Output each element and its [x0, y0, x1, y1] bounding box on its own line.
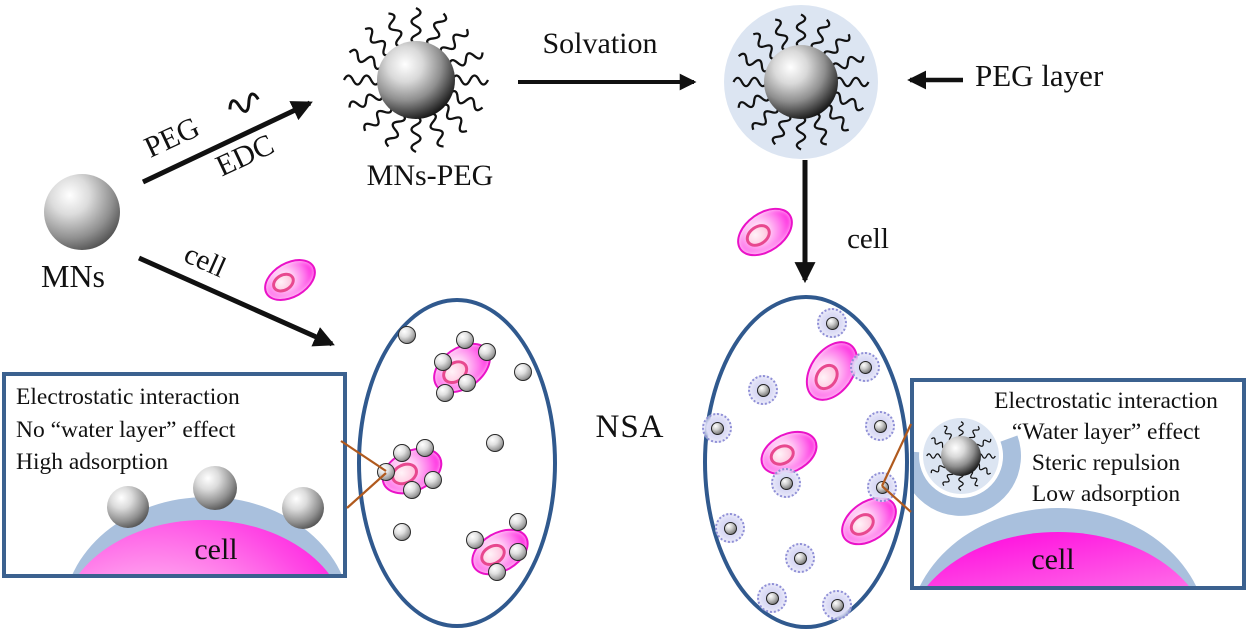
mns-peg-label: MNs-PEG	[366, 159, 494, 192]
pegylated-mns-repulsion-box: Electrostatic interaction “Water layer” …	[910, 378, 1246, 590]
mn-particle	[458, 374, 476, 392]
pegylated-mn-particle	[817, 308, 847, 338]
cell-graphic	[728, 197, 802, 267]
mn-particle	[377, 463, 395, 481]
free-peg-squiggle	[228, 92, 260, 113]
mn-core	[779, 476, 793, 490]
mn-particle	[416, 439, 434, 457]
mn-core	[873, 419, 887, 433]
pegylated-mn-particle	[865, 411, 895, 441]
adsorbed-mn-sphere	[282, 487, 324, 529]
right-box-cell-label: cell	[1031, 543, 1075, 576]
cell-nucleus	[809, 359, 845, 396]
pegylated-mn-particle	[822, 590, 852, 620]
solvation-label: Solvation	[542, 27, 658, 60]
solvated-mns-peg-particle	[724, 5, 878, 159]
mn-particle	[398, 326, 416, 344]
mn-core	[710, 421, 724, 435]
solvated-core-sphere	[764, 45, 838, 119]
nsa-label: NSA	[595, 409, 665, 445]
mn-core	[825, 316, 839, 330]
pegylated-mn-particle	[850, 352, 880, 382]
mn-particle	[509, 513, 527, 531]
right-box-line-3: Steric repulsion	[1031, 450, 1181, 476]
cell-nucleus	[741, 219, 776, 252]
mn-particle	[434, 353, 452, 371]
left-box-text: Electrostatic interaction No “water laye…	[16, 381, 240, 479]
mn-core	[765, 591, 779, 605]
cell-nucleus	[845, 508, 880, 541]
left-box-line-2: No “water layer” effect	[16, 416, 236, 443]
left-box-line-1: Electrostatic interaction	[16, 384, 240, 410]
pegylated-mn-particle	[785, 543, 815, 573]
mn-particle	[486, 434, 504, 452]
mn-particle	[393, 523, 411, 541]
mn-particle	[466, 531, 484, 549]
right-box-line-2: “Water layer” effect	[1011, 419, 1201, 445]
pegylated-mn-particle	[757, 583, 787, 613]
right-box-line-1: Electrostatic interaction	[994, 388, 1218, 414]
peg-layer-label: PEG layer	[975, 58, 1104, 93]
pegylated-mn-particle	[748, 375, 778, 405]
mn-particle	[478, 343, 496, 361]
mn-particle	[424, 471, 442, 489]
cell-membrane-inner	[927, 532, 1189, 586]
mn-core	[875, 480, 889, 494]
mn-core	[793, 551, 807, 565]
bare-mns-adsorption-box: Electrostatic interaction No “water laye…	[2, 372, 347, 578]
mn-core	[723, 521, 737, 535]
adsorbed-mn-sphere	[107, 486, 149, 528]
mn-particle	[488, 563, 506, 581]
cell-nucleus	[766, 440, 799, 470]
mn-core	[858, 360, 872, 374]
edc-label: EDC	[210, 127, 280, 184]
mns-label: MNs	[40, 258, 105, 294]
mn-particle	[436, 384, 454, 402]
mn-particle	[393, 444, 411, 462]
mns-sphere	[44, 174, 120, 250]
pegylated-mn-particle	[715, 513, 745, 543]
pegylated-core-sphere	[941, 436, 981, 476]
mn-particle	[456, 331, 474, 349]
mn-core	[830, 598, 844, 612]
cell-graphic	[256, 250, 324, 310]
peg-label: PEG	[139, 110, 205, 165]
adsorbed-mn-sphere	[193, 466, 237, 510]
repulsion-crescent	[914, 435, 1021, 516]
mn-core	[756, 383, 770, 397]
left-box-line-3: High adsorption	[16, 449, 169, 475]
pegylated-mn-particle	[867, 472, 897, 502]
cell-nucleus	[268, 269, 299, 297]
pegylated-mn-particle	[702, 413, 732, 443]
cell-arrow-right-label: cell	[847, 223, 889, 255]
left-box-cell-label: cell	[194, 533, 238, 566]
pegylated-mn-particle	[771, 468, 801, 498]
mn-particle	[403, 481, 421, 499]
mns-peg-particle	[342, 6, 490, 154]
right-box-graphic	[914, 418, 1197, 586]
cell-arrow-left-label: cell	[179, 237, 231, 285]
right-box-text: Electrostatic interaction “Water layer” …	[972, 386, 1240, 510]
right-box-line-4: Low adsorption	[1031, 481, 1181, 507]
mn-particle	[514, 363, 532, 381]
mns-peg-core-sphere	[377, 41, 455, 119]
mn-particle	[509, 543, 527, 561]
